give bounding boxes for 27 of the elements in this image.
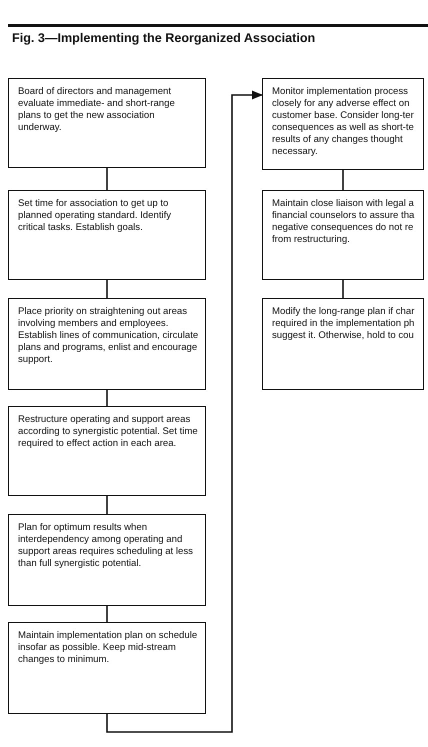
process-box: [262, 78, 424, 170]
process-box: [8, 298, 206, 390]
process-box: [8, 406, 206, 496]
connector-line: [106, 496, 108, 514]
step-text: Set time for association to get up to planned operating standard. Identify critical tasks. Establish goals.: [18, 198, 172, 234]
step-text: Restructure operating and support areas according to synergistic potential. Set time required to effect action in each area.: [18, 414, 199, 450]
step-text: Plan for optimum results when interdependency among operating and support areas requires scheduling at less than full synergistic potential.: [18, 522, 194, 570]
step-text: Maintain implementation plan on schedule insofar as possible. Keep mid-stream changes to minimum.: [18, 630, 198, 666]
connector-line: [106, 280, 108, 298]
connector-line: [342, 280, 344, 298]
connector-line: [342, 170, 344, 190]
step-text: Monitor implementation process closely for any adverse effect on customer base. Consider long-ter consequences as well as short-te results of any changes thought necessary.: [272, 86, 415, 158]
process-box: [262, 190, 424, 280]
process-box: [262, 298, 424, 390]
step-text: Maintain close liaison with legal a financial counselors to assure tha negative consequences do not re from restructuring.: [272, 198, 416, 246]
step-text: Modify the long-range plan if char required in the implementation ph suggest it. Otherwise, hold to cou: [272, 306, 416, 342]
process-box: [8, 78, 206, 168]
connector-line: [106, 606, 108, 622]
connector-line: [106, 168, 108, 190]
process-box: [8, 622, 206, 714]
step-text: Board of directors and management evaluate immediate- and short-range plans to get the new association underway.: [18, 86, 176, 134]
arrow: [106, 90, 264, 733]
step-text: Place priority on straightening out areas involving members and employees. Establish lines of communication, circulate plans and programs, enlist and encourage support.: [18, 306, 199, 366]
process-box: [8, 190, 206, 280]
figure-title: Fig. 3—Implementing the Reorganized Association: [12, 31, 316, 45]
process-box: [8, 514, 206, 606]
connector-line: [106, 390, 108, 406]
